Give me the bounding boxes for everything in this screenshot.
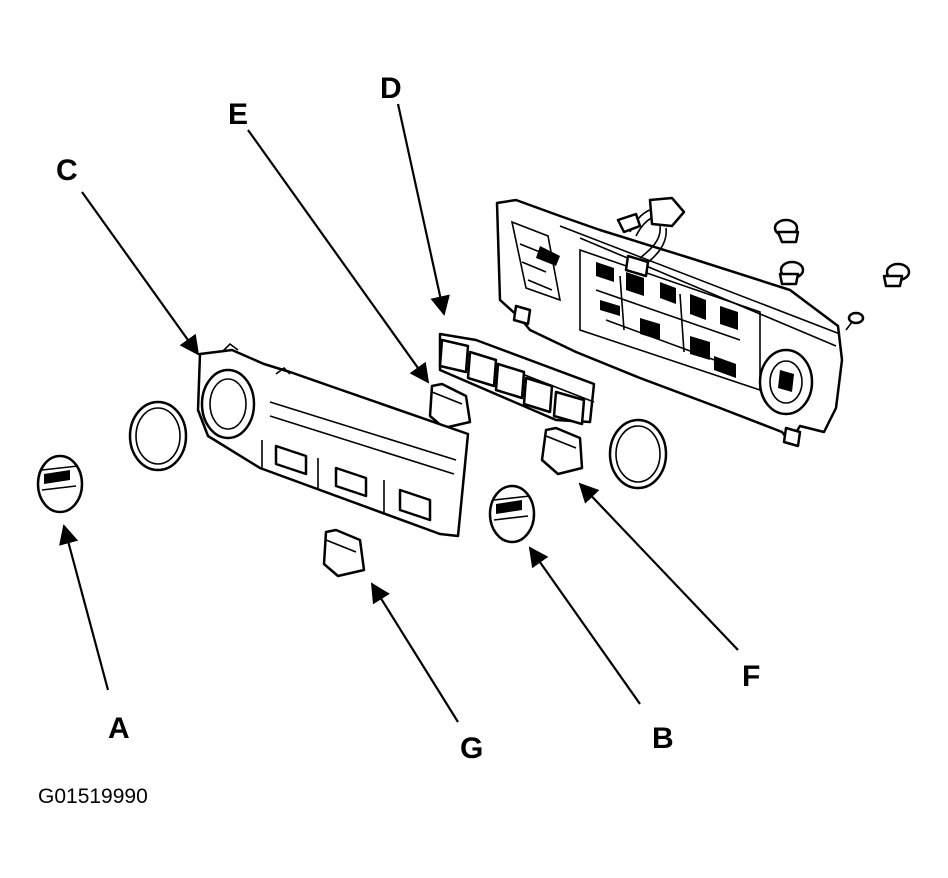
left-knob-a bbox=[36, 454, 84, 514]
button-5 bbox=[552, 390, 586, 426]
small-button-g bbox=[322, 528, 366, 578]
callout-b: B bbox=[652, 722, 674, 755]
screw-3 bbox=[882, 262, 911, 288]
leader-lines bbox=[59, 103, 739, 723]
leader-c bbox=[81, 191, 200, 356]
callout-d: D bbox=[380, 72, 402, 105]
front-bezel bbox=[196, 342, 470, 538]
leader-a bbox=[59, 524, 110, 691]
left-trim-ring bbox=[128, 400, 188, 472]
leader-b bbox=[528, 546, 641, 705]
small-button-f bbox=[540, 426, 584, 476]
callout-f: F bbox=[742, 660, 760, 693]
button-3 bbox=[494, 362, 526, 400]
control-unit-housing bbox=[495, 198, 844, 448]
right-trim-ring bbox=[608, 418, 668, 490]
screw-1 bbox=[773, 218, 800, 244]
leader-g bbox=[370, 582, 459, 723]
leader-d bbox=[396, 103, 450, 316]
small-button-e bbox=[428, 382, 472, 430]
callout-labels: A B C D E F G bbox=[56, 72, 760, 765]
button-4 bbox=[522, 376, 554, 414]
mounting-screws bbox=[773, 218, 911, 331]
leader-e bbox=[247, 129, 430, 384]
callout-g: G bbox=[460, 732, 483, 765]
leader-f bbox=[578, 482, 739, 651]
figure-id: G01519990 bbox=[38, 785, 148, 808]
callout-e: E bbox=[228, 98, 248, 131]
button-2 bbox=[466, 350, 498, 388]
callout-c: C bbox=[56, 154, 78, 187]
screw-4 bbox=[845, 311, 865, 331]
button-1 bbox=[438, 338, 470, 374]
push-button-strip bbox=[438, 332, 596, 426]
right-knob-b bbox=[488, 484, 536, 544]
screw-2 bbox=[778, 260, 805, 286]
callout-a: A bbox=[108, 712, 130, 745]
wiring-harness bbox=[616, 196, 686, 278]
